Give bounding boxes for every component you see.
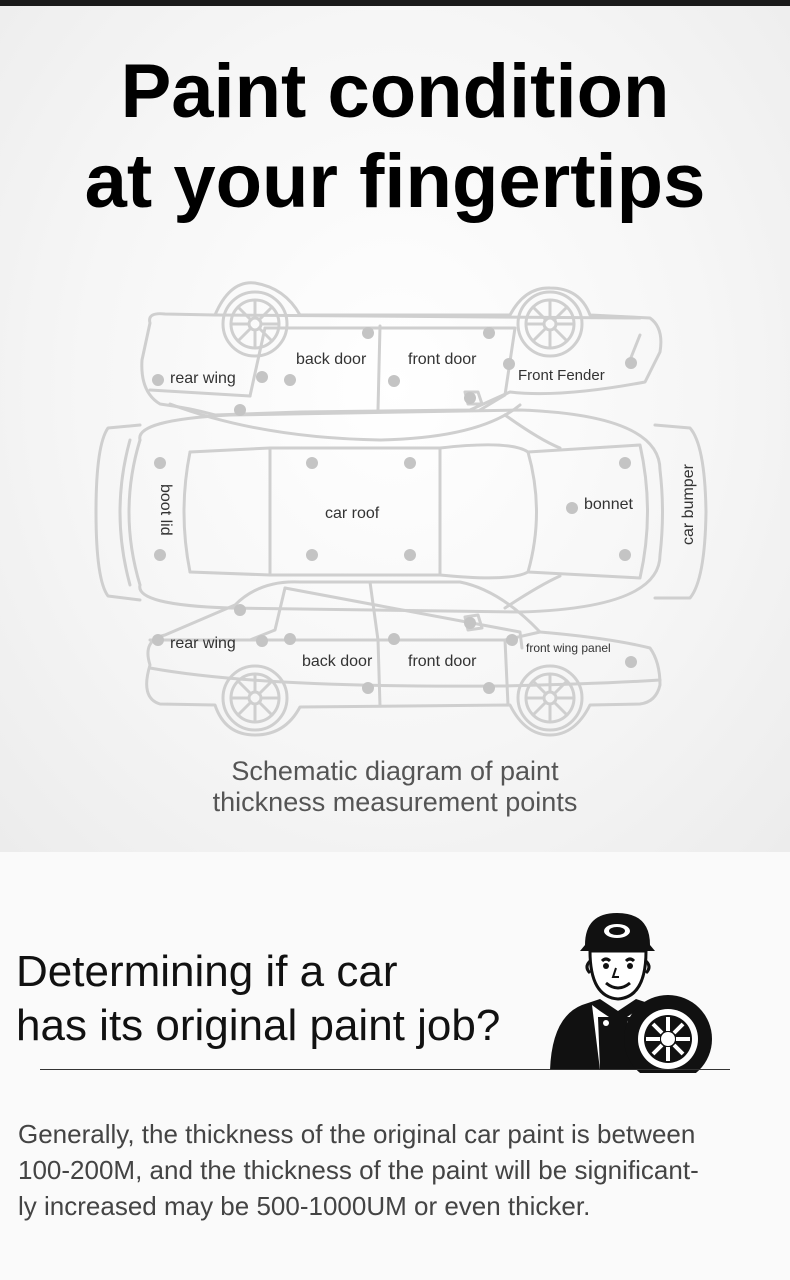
measurement-point	[306, 549, 318, 561]
measurement-points	[152, 327, 637, 694]
measurement-point	[619, 457, 631, 469]
body-text-line-2: 100-200M, and the thickness of the paint…	[18, 1155, 699, 1185]
measurement-point	[404, 549, 416, 561]
measurement-point	[362, 327, 374, 339]
measurement-point	[154, 457, 166, 469]
car-top-and-side-outline-icon	[94, 281, 708, 737]
label-car-bumper: car bumper	[680, 463, 697, 545]
measurement-point	[566, 502, 578, 514]
measurement-point	[256, 371, 268, 383]
measurement-point	[503, 358, 515, 370]
measurement-point	[464, 392, 476, 404]
measurement-point	[284, 633, 296, 645]
label-back-door-top: back door	[296, 351, 367, 368]
label-back-door-bottom: back door	[302, 653, 373, 670]
measurement-point	[362, 682, 374, 694]
question-line-1: Determining if a car	[16, 947, 398, 996]
measurement-point	[625, 656, 637, 668]
car-outline-diagram: rear wing back door front door Front Fen…	[94, 281, 708, 737]
mechanic-with-tire-icon	[550, 913, 712, 1073]
measurement-point	[388, 375, 400, 387]
measurement-point	[154, 549, 166, 561]
label-front-door-top: front door	[408, 351, 477, 368]
measurement-point	[464, 617, 476, 629]
top-border	[0, 0, 790, 6]
label-front-wing-panel: front wing panel	[526, 641, 611, 655]
measurement-point	[234, 404, 246, 416]
label-front-door-bottom: front door	[408, 653, 477, 670]
measurement-point	[483, 327, 495, 339]
label-front-fender: Front Fender	[518, 367, 605, 384]
label-rear-wing-top: rear wing	[170, 370, 236, 387]
body-text-line-3: ly increased may be 500-1000UM or even t…	[18, 1191, 591, 1221]
measurement-point	[388, 633, 400, 645]
measurement-point	[256, 635, 268, 647]
measurement-point	[152, 374, 164, 386]
label-bonnet: bonnet	[584, 496, 633, 513]
measurement-point	[234, 604, 246, 616]
measurement-point	[483, 682, 495, 694]
label-car-roof: car roof	[325, 505, 380, 522]
measurement-point	[619, 549, 631, 561]
measurement-point	[306, 457, 318, 469]
diagram-caption-line-2: thickness measurement points	[212, 787, 578, 817]
diagram-caption-line-1: Schematic diagram of paint	[231, 756, 559, 786]
label-boot-lid: boot lid	[157, 484, 174, 536]
section-divider	[40, 1069, 730, 1070]
question-line-2: has its original paint job?	[16, 1001, 501, 1050]
headline-line-2: at your fingertips	[84, 139, 706, 224]
measurement-point	[404, 457, 416, 469]
headline-line-1: Paint condition	[120, 49, 670, 134]
body-text-line-1: Generally, the thickness of the original…	[18, 1119, 696, 1149]
hero-section	[0, 6, 790, 852]
measurement-point	[284, 374, 296, 386]
label-rear-wing-bottom: rear wing	[170, 635, 236, 652]
measurement-point	[152, 634, 164, 646]
measurement-point	[506, 634, 518, 646]
measurement-point	[625, 357, 637, 369]
